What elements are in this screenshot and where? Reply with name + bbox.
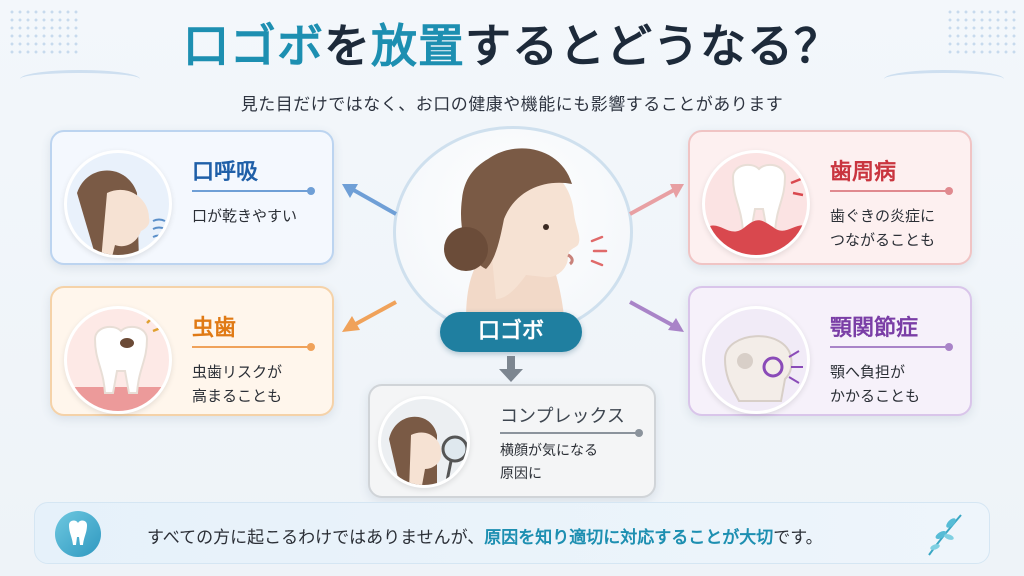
card-text-line: 横顔が気になる (500, 443, 598, 459)
card-text: 虫歯リスクが高まることも (192, 360, 282, 408)
title-keyword-2: 放置 (371, 19, 465, 73)
card-divider (192, 343, 315, 351)
cavity-tooth-illustration (64, 306, 172, 414)
title-particle: を (324, 19, 371, 73)
footer-note: すべての方に起こるわけではありませんが、原因を知り適切に対応することが大切です。 (34, 502, 990, 564)
card-text-line: 顎へ負担が (830, 363, 906, 381)
center-portrait (388, 126, 638, 338)
periodontal-tooth-illustration (702, 150, 810, 258)
footer-text-end: です。 (773, 528, 823, 548)
card-divider (192, 187, 315, 195)
card-text: 口が乾きやすい (192, 204, 297, 228)
mouth-breathing-illustration (64, 150, 172, 258)
arrow-to-breathing (342, 184, 397, 216)
card-text: 歯ぐきの炎症につながることも (830, 204, 935, 252)
arrow-to-tmj (629, 300, 684, 332)
card-divider (830, 343, 953, 351)
card-text-line: 高まることも (192, 387, 283, 405)
page-title: 口ゴボを放置するとどうなる？ (0, 10, 1024, 76)
mirror-woman-illustration (378, 396, 470, 488)
card-divider (830, 187, 953, 195)
arrow-to-cavity (342, 300, 397, 332)
card-text-line: 歯ぐきの炎症に (830, 207, 936, 225)
leaf-decoration-icon (928, 514, 962, 556)
card-text: 横顔が気になる原因に (500, 440, 598, 486)
card-text: 顎へ負担がかかることも (830, 360, 920, 408)
card-title: コンプレックス (500, 406, 625, 427)
card-complex: コンプレックス 横顔が気になる原因に (368, 384, 656, 498)
tooth-icon (55, 511, 101, 557)
decor-dots-left (8, 8, 78, 58)
card-text-line: つながることも (830, 231, 936, 249)
center-badge: 口ゴボ (440, 312, 582, 352)
decor-wave-right (884, 70, 1004, 88)
card-title: 顎関節症 (830, 316, 919, 341)
woman-profile-illustration (393, 126, 633, 338)
card-text-line: 虫歯リスクが (192, 363, 283, 381)
card-title: 口呼吸 (192, 160, 259, 185)
card-divider (500, 429, 643, 437)
card-text-line: かかることも (830, 387, 921, 405)
decor-wave-left (20, 70, 140, 88)
page-subtitle: 見た目だけではなく、お口の健康や機能にも影響することがあります (240, 95, 784, 115)
arrow-to-periodontal (629, 184, 684, 216)
card-title: 歯周病 (830, 160, 897, 185)
card-text-line: 口が乾きやすい (192, 207, 298, 225)
card-text-line: 原因に (500, 466, 542, 482)
footer-message: すべての方に起こるわけではありませんが、原因を知り適切に対応することが大切です。 (147, 523, 823, 548)
title-keyword: 口ゴボ (183, 19, 324, 73)
title-rest: するとどうなる？ (465, 19, 841, 73)
card-cavity: 虫歯 虫歯リスクが高まることも (50, 286, 334, 416)
footer-highlight: 原因を知り適切に対応することが大切 (484, 528, 774, 548)
footer-text: すべての方に起こるわけではありませんが、 (147, 528, 485, 548)
card-tmj: 顎関節症 顎へ負担がかかることも (688, 286, 972, 416)
arrow-to-complex (499, 356, 523, 382)
decor-dots-right (946, 8, 1016, 58)
card-title: 虫歯 (192, 316, 237, 341)
card-mouth-breathing: 口呼吸 口が乾きやすい (50, 130, 334, 265)
skull-jaw-illustration (702, 306, 810, 414)
card-periodontal: 歯周病 歯ぐきの炎症につながることも (688, 130, 972, 265)
